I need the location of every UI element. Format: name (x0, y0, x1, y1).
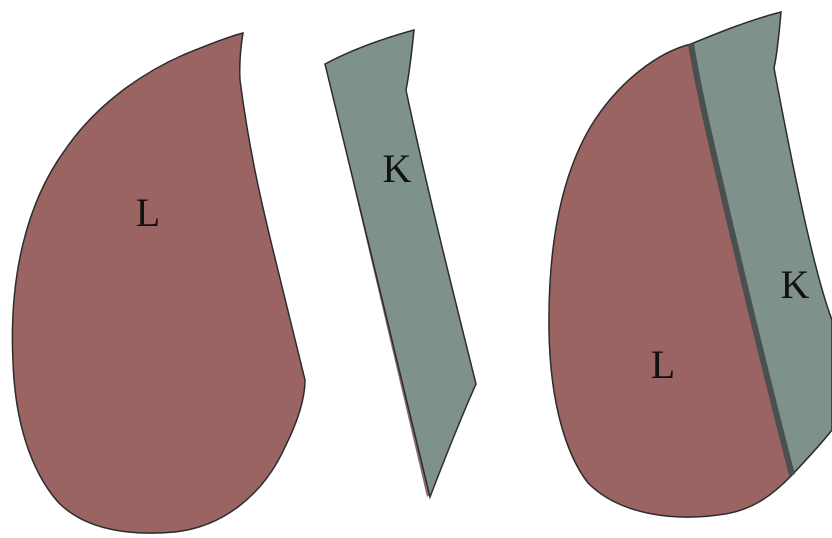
combined-l-label: L (651, 342, 675, 387)
piece-l-shape (12, 33, 305, 533)
piece-k-separate: K (325, 30, 476, 497)
piece-k-label: K (383, 146, 412, 191)
piece-l-label: L (136, 190, 160, 235)
piece-k-shape (325, 30, 476, 497)
combined-assembly: L K (549, 12, 832, 517)
combined-k-label: K (781, 262, 810, 307)
piece-l-separate: L (12, 33, 305, 533)
